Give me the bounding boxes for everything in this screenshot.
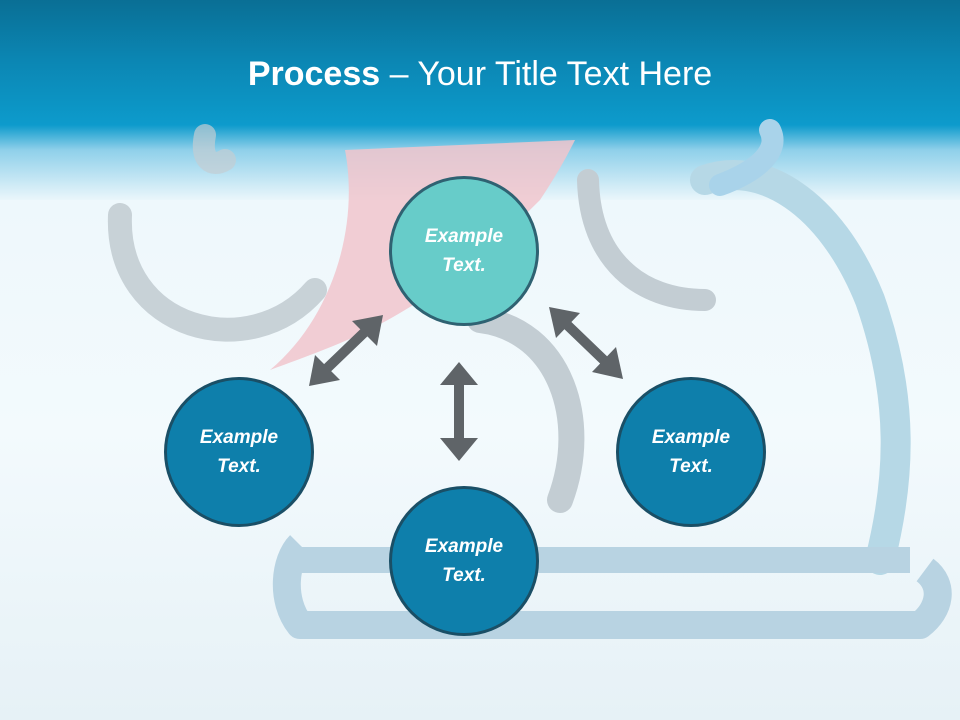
arrow-top-right <box>549 307 623 379</box>
node-bottom: Example Text. <box>389 486 539 636</box>
node-top-label: Example Text. <box>424 226 504 276</box>
node-left: Example Text. <box>164 377 314 527</box>
node-bottom-label: Example Text. <box>424 536 504 586</box>
node-top: Example Text. <box>389 176 539 326</box>
arrow-top-left <box>309 315 383 386</box>
title-strong: Process <box>247 55 381 93</box>
arrow-top-bottom <box>440 362 478 461</box>
node-left-label: Example Text. <box>199 427 279 477</box>
slide-title: Process – Your Title Text Here <box>0 52 960 96</box>
node-right-label: Example Text. <box>651 427 731 477</box>
title-rest: – Your Title Text Here <box>380 55 713 93</box>
node-right: Example Text. <box>616 377 766 527</box>
